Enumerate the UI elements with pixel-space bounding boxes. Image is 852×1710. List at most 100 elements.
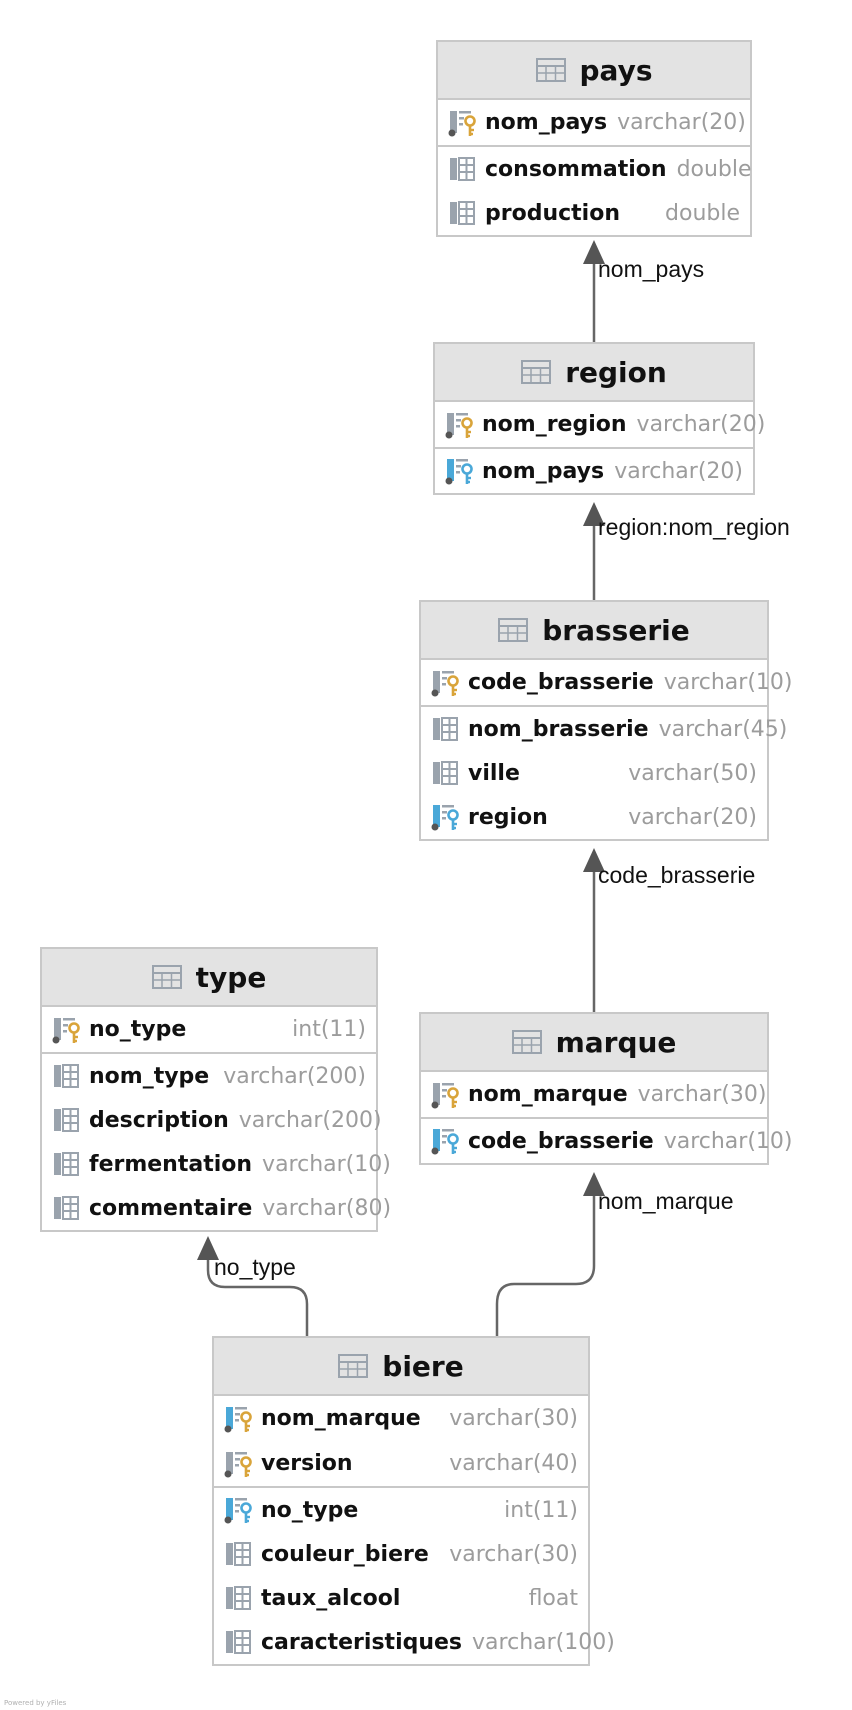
column-icon [54,1108,79,1132]
table-icon [151,965,182,989]
foreign-key-icon [431,1129,459,1155]
column-name: ville [468,760,520,786]
column-name: nom_marque [261,1406,421,1431]
column-type: int(11) [504,1497,578,1523]
column-row[interactable]: nom_marque varchar(30) [214,1396,588,1441]
column-row[interactable]: couleur_biere varchar(30) [214,1532,588,1576]
column-name: production [485,200,620,226]
column-row[interactable]: code_brasserie varchar(10) [421,660,793,705]
table-icon [498,618,529,642]
arrowhead-type [197,1236,219,1260]
column-row[interactable]: fermentation varchar(10) [42,1142,391,1186]
column-group: no_type int(11) couleur_biere varchar(30… [214,1488,615,1664]
column-name: no_type [261,1497,359,1523]
table-header[interactable]: biere [214,1338,588,1396]
table-brasserie[interactable]: brasserie code_brasserie varchar(10) nom… [419,600,793,841]
column-type: varchar(30) [449,1406,578,1431]
column-type: varchar(200) [238,1107,382,1133]
primary-key-icon [445,412,473,438]
column-icon [433,761,458,785]
primary-key-group: nom_marque varchar(30) version varchar(4… [214,1396,588,1488]
table-header[interactable]: marque [421,1014,767,1072]
column-name: nom_type [89,1063,210,1089]
column-name: region [468,804,548,830]
primary-key-group: nom_region varchar(20) [435,402,765,449]
edge-label-region-nom-region: region:nom_region [598,514,790,540]
column-row[interactable]: description varchar(200) [42,1098,382,1142]
arrowhead-region [583,502,605,526]
column-row[interactable]: no_type int(11) [214,1488,588,1532]
column-icon [226,1630,251,1654]
primary-key-icon [52,1017,80,1043]
arrowhead-pays [583,240,605,264]
table-biere[interactable]: biere nom_marque varchar(30) version var… [212,1336,615,1666]
column-row[interactable]: consommation double [438,147,752,191]
column-name: code_brasserie [468,1128,654,1154]
table-title: brasserie [542,613,690,647]
column-group: code_brasserie varchar(10) [421,1119,793,1163]
column-row[interactable]: taux_alcool float [214,1576,588,1620]
column-row[interactable]: caracteristiques varchar(100) [214,1620,615,1664]
column-icon [433,717,458,741]
column-group: consommation double production double [438,147,752,235]
table-header[interactable]: pays [438,42,750,100]
column-type: double [676,156,752,182]
table-marque[interactable]: marque nom_marque varchar(30) code_brass… [419,1012,793,1165]
table-region[interactable]: region nom_region varchar(20) nom_pays v… [433,342,765,495]
column-type: varchar(20) [617,110,746,135]
column-name: couleur_biere [261,1541,429,1567]
column-row[interactable]: code_brasserie varchar(10) [421,1119,793,1163]
table-icon [511,1030,542,1054]
column-type: varchar(30) [637,1082,767,1107]
column-row[interactable]: nom_brasserie varchar(45) [421,707,787,751]
column-row[interactable]: version varchar(40) [214,1441,588,1486]
arrowhead-marque [583,1172,605,1196]
edge-label-nom-marque: nom_marque [598,1188,734,1214]
column-row[interactable]: production double [438,191,750,235]
table-header[interactable]: brasserie [421,602,767,660]
column-row[interactable]: nom_region varchar(20) [435,402,765,447]
table-title: marque [555,1025,677,1059]
edge-label-nom-pays: nom_pays [598,256,705,282]
column-name: commentaire [89,1195,253,1221]
table-type[interactable]: type no_type int(11) nom_type varchar(20… [40,947,391,1232]
column-row[interactable]: no_type int(11) [42,1007,376,1052]
foreign-key-icon [224,1498,252,1524]
column-row[interactable]: nom_pays varchar(20) [438,100,750,145]
column-row[interactable]: commentaire varchar(80) [42,1186,391,1230]
column-name: nom_pays [485,110,608,135]
column-icon [450,201,475,225]
edge-arrowheads [197,240,605,1260]
edges [206,258,596,1336]
column-row[interactable]: ville varchar(50) [421,751,767,795]
column-type: varchar(20) [614,458,743,484]
column-row[interactable]: nom_type varchar(200) [42,1054,376,1098]
column-name: taux_alcool [261,1585,401,1611]
column-name: nom_brasserie [468,716,649,742]
table-icon [521,360,552,384]
powered-by-footer: Powered by yFiles [4,1699,67,1707]
column-icon [226,1542,251,1566]
primary-key-icon [448,110,476,136]
column-row[interactable]: nom_marque varchar(30) [421,1072,767,1117]
table-pays[interactable]: pays nom_pays varchar(20) consommation d… [436,40,752,237]
table-header[interactable]: region [435,344,753,402]
column-group: nom_pays varchar(20) [435,449,753,493]
primary-foreign-key-icon [224,1406,252,1432]
table-title: pays [579,53,653,87]
foreign-key-icon [445,459,473,485]
table-title: biere [382,1349,464,1383]
table-header[interactable]: type [42,949,376,1007]
column-row[interactable]: nom_pays varchar(20) [435,449,753,493]
column-name: nom_marque [468,1082,628,1107]
column-type: varchar(30) [449,1541,578,1567]
table-title: type [195,960,267,994]
primary-key-group: nom_marque varchar(30) [421,1072,767,1119]
foreign-key-icon [431,805,459,831]
column-name: nom_pays [482,458,605,484]
column-icon [54,1196,79,1220]
column-type: varchar(45) [658,716,788,742]
column-type: varchar(40) [449,1451,578,1476]
column-name: description [89,1107,229,1133]
column-row[interactable]: region varchar(20) [421,795,767,839]
